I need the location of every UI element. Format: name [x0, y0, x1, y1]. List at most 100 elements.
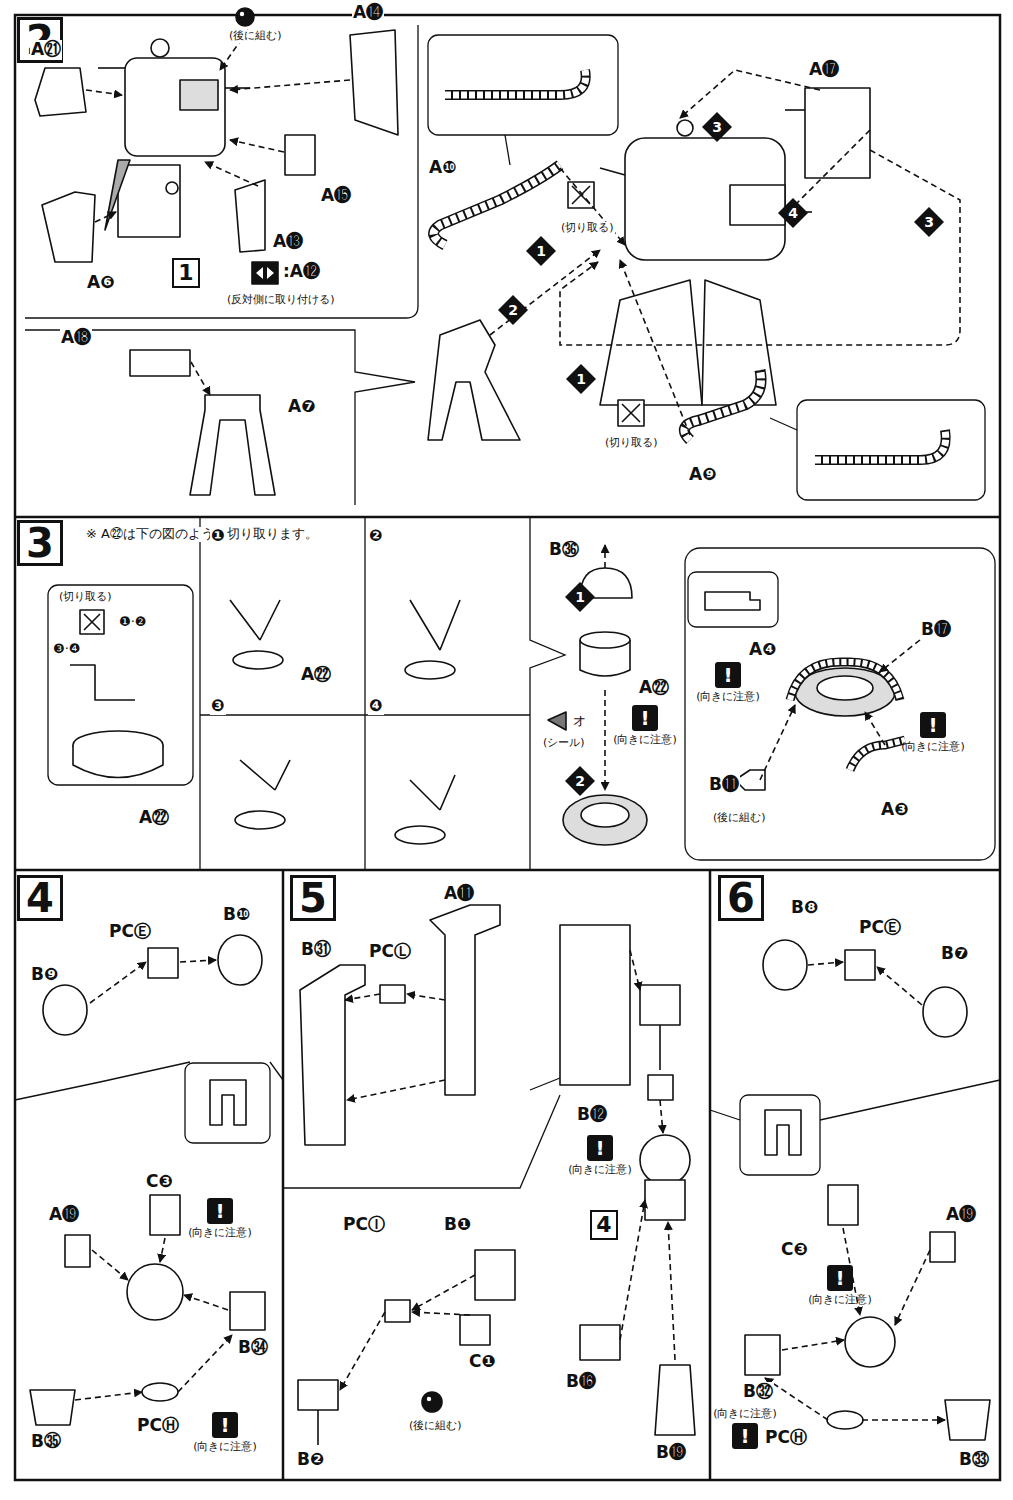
- part-drawing: [568, 182, 594, 208]
- subassembly-ref: 1: [172, 258, 200, 288]
- assembly-arrow: [895, 1250, 930, 1325]
- part-drawing: [233, 651, 283, 669]
- sub-frame: [270, 1062, 283, 1080]
- part-drawing: [73, 745, 163, 778]
- part-drawing: [560, 925, 630, 1085]
- part-drawing: [42, 192, 95, 262]
- assembly-arrow: [178, 1335, 232, 1392]
- order-diamond: 3: [702, 112, 732, 142]
- part-drawing: [43, 985, 87, 1035]
- part-drawing: [256, 267, 274, 279]
- assembly-arrow: [90, 962, 146, 1003]
- part-drawing: [422, 1392, 442, 1412]
- node-text: 4: [596, 1214, 611, 1236]
- sub-frame: [685, 548, 995, 860]
- part-label: C❸: [780, 1240, 809, 1260]
- part-drawing: [548, 712, 566, 730]
- order-diamond: 1: [566, 364, 596, 394]
- part-label: B㉛: [300, 940, 332, 960]
- hose-part: [684, 370, 761, 440]
- order-diamond: 4: [778, 198, 808, 228]
- part-label: PCⒽ: [764, 1428, 808, 1448]
- part-drawing: [235, 180, 265, 252]
- part-label: B㊱: [548, 540, 580, 560]
- assembly-arrow: [808, 962, 843, 965]
- note-label: (切り取る): [604, 437, 659, 450]
- sub-frame: [25, 25, 418, 318]
- sub-frame: [428, 35, 618, 135]
- note-label: (切り取る): [58, 591, 113, 604]
- part-label: ❶: [210, 527, 226, 545]
- assembly-arrow: [95, 212, 116, 222]
- part-drawing: [30, 1390, 75, 1425]
- part-drawing: [298, 1380, 338, 1410]
- part-drawing: [618, 400, 644, 426]
- part-label: B⓰: [565, 1372, 597, 1392]
- part-drawing: [659, 1025, 661, 1070]
- part-drawing: [405, 661, 455, 679]
- part-label: ❷: [368, 527, 384, 545]
- part-drawing: [945, 1400, 990, 1440]
- part-drawing: [150, 1195, 180, 1235]
- part-drawing: [35, 68, 86, 116]
- part-drawing: [317, 1410, 319, 1445]
- note-label: (後に組む): [712, 812, 767, 825]
- part-drawing: [580, 632, 630, 648]
- part-drawing: [580, 1325, 620, 1360]
- diamond-shape: [565, 766, 595, 796]
- part-drawing: [763, 940, 807, 990]
- part-drawing: [817, 676, 873, 700]
- assembly-arrow: [620, 1200, 645, 1340]
- sub-frame: [770, 418, 797, 430]
- part-drawing: [118, 165, 180, 237]
- part-label: A❿: [428, 158, 458, 178]
- node-text: 3: [712, 120, 722, 134]
- part-drawing: [190, 395, 275, 495]
- part-drawing: [210, 1080, 246, 1125]
- note-label: オ: [572, 714, 587, 729]
- part-label: B❶: [443, 1215, 472, 1235]
- part-label: PCⓁ: [368, 942, 412, 962]
- part-drawing: [105, 160, 130, 230]
- part-drawing: [923, 987, 967, 1037]
- assembly-arrow: [86, 90, 122, 95]
- sub-frame: [15, 1062, 190, 1100]
- part-label: ❸: [210, 697, 226, 715]
- node-text: 6: [727, 878, 755, 918]
- part-label: A❹: [748, 640, 778, 660]
- part-drawing: [428, 320, 520, 440]
- assembly-arrow: [340, 1312, 385, 1390]
- sub-frame: [199, 517, 200, 870]
- part-drawing: [410, 775, 455, 810]
- part-label: B㉝: [958, 1450, 990, 1470]
- assembly-arrow: [630, 950, 640, 990]
- part-label: A㉑: [30, 40, 62, 60]
- diamond-shape: [566, 364, 596, 394]
- sub-frame: [15, 25, 1000, 1188]
- caution-note: (向きに注意): [901, 740, 965, 754]
- hose-part: [445, 70, 586, 95]
- part-drawing: [828, 1185, 858, 1225]
- part-drawing: [70, 665, 135, 700]
- caution-note: (向きに注意): [713, 1407, 777, 1421]
- caution-mark: !(向きに注意): [560, 1135, 640, 1179]
- part-drawing: [180, 80, 218, 110]
- assembly-arrow: [862, 1419, 945, 1421]
- node-text: !: [632, 705, 658, 731]
- assembly-arrow: [230, 80, 350, 90]
- part-drawing: [236, 8, 254, 26]
- caution-mark: !(向きに注意): [688, 662, 768, 706]
- part-drawing: [563, 795, 647, 845]
- node-text: 4: [26, 878, 54, 918]
- frame: [282, 870, 285, 1480]
- caution-note: (向きに注意): [193, 1440, 257, 1454]
- part-drawing: [240, 760, 290, 790]
- part-drawing: [655, 1365, 695, 1435]
- note-label: (切り取る): [560, 222, 615, 235]
- node-text: !: [587, 1135, 613, 1161]
- hose-part: [434, 70, 946, 770]
- subassembly-ref: 4: [590, 1210, 618, 1240]
- part-drawing: [705, 592, 760, 610]
- part-drawing: [845, 1317, 895, 1367]
- part-drawing: [125, 58, 225, 156]
